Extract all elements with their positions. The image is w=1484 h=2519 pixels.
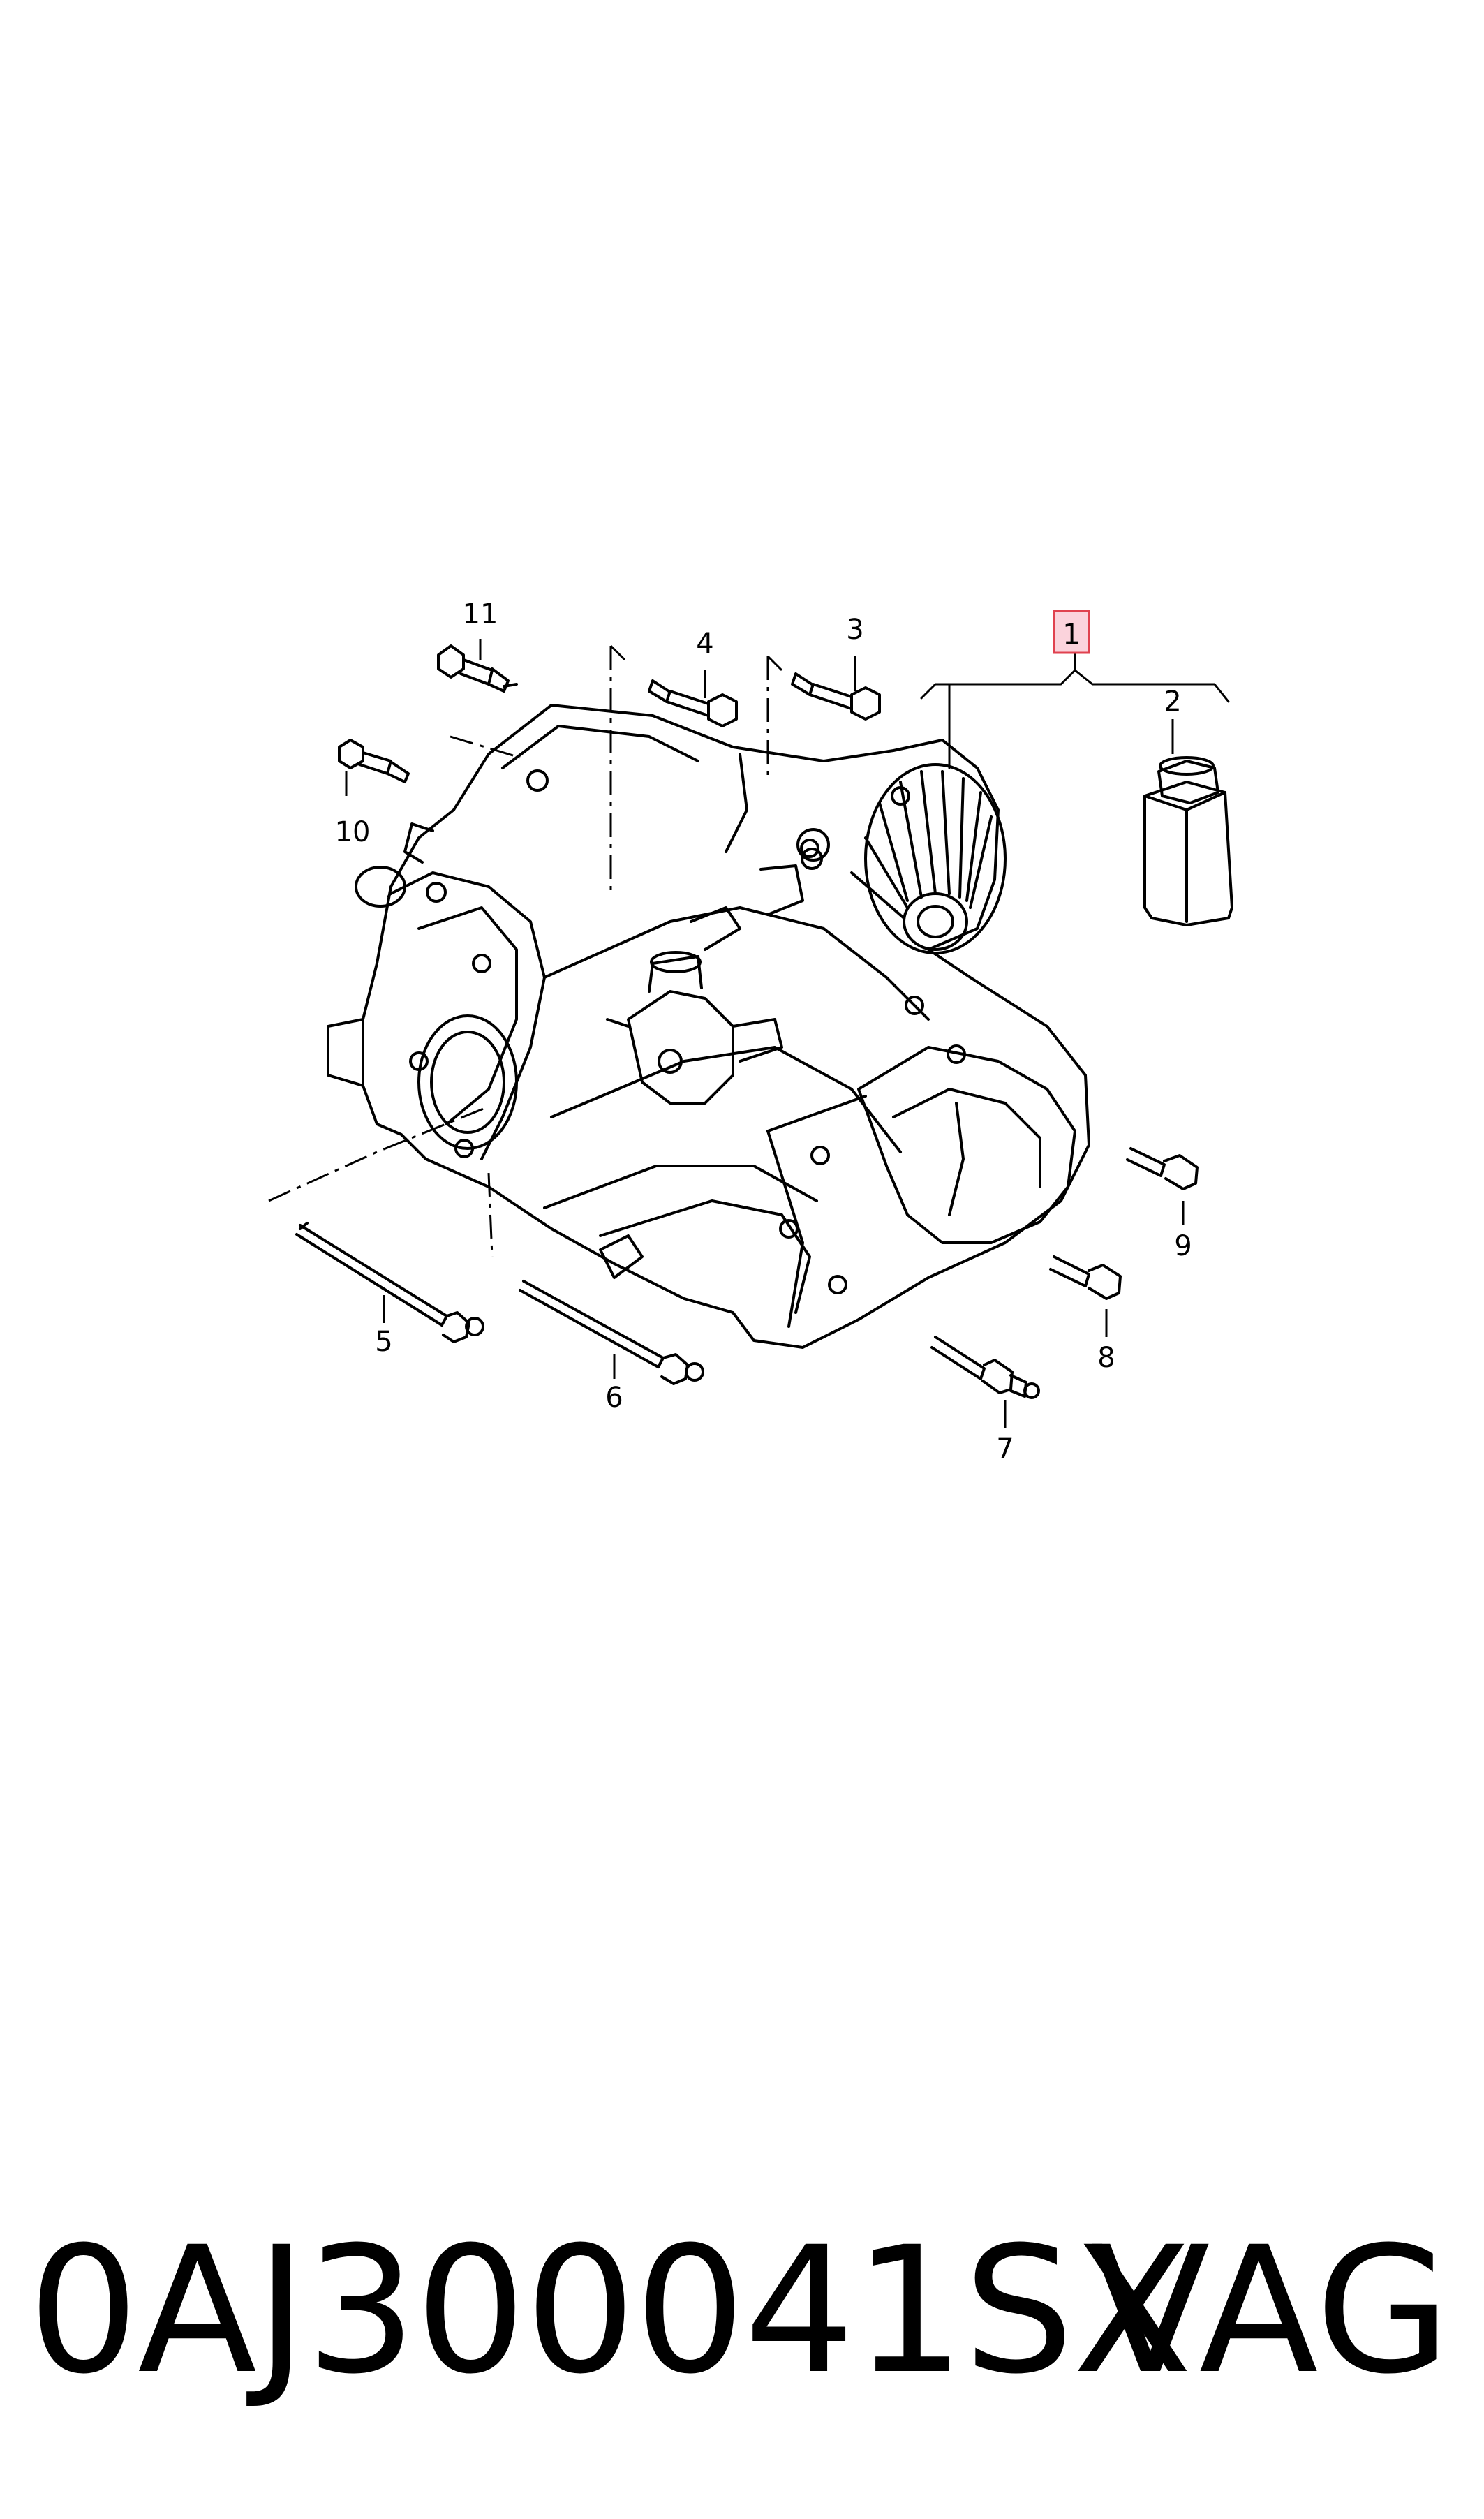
callout-1: 1 [1062,619,1080,651]
bolt-3 [791,672,881,721]
leader-lines [345,639,1185,1428]
bolt-5 [295,1222,484,1343]
gearbox-housing [327,704,1090,1349]
callout-8: 8 [1097,1342,1115,1374]
callout-6: 6 [605,1382,623,1414]
callout-5: 5 [375,1326,392,1358]
bolt-7 [930,1336,1040,1399]
callout-7: 7 [996,1433,1014,1465]
callout-9: 9 [1174,1230,1192,1262]
oil-bottle-2 [1143,756,1233,926]
callout-11: 11 [463,598,498,630]
callout-10: 10 [335,816,371,848]
callout-4: 4 [696,628,713,660]
bolt-11 [437,644,518,693]
callout-3: 3 [846,614,863,646]
brand-caption: VAG [1090,2209,1450,2412]
bolt-4 [648,679,738,727]
part-number-caption: 0AJ300041SX [28,2209,1192,2412]
callout-2: 2 [1164,686,1181,718]
bracket-item-1 [920,651,1230,769]
bolt-10 [338,739,410,783]
bolt-6 [519,1280,704,1385]
bolt-9 [1126,1147,1199,1190]
callout-labels: 1 2 3 4 5 6 7 8 9 10 11 [335,598,1192,1465]
callout-1-highlight [1053,610,1090,654]
bolt-8 [1049,1255,1122,1300]
assembly-guide-lines [268,644,783,1257]
